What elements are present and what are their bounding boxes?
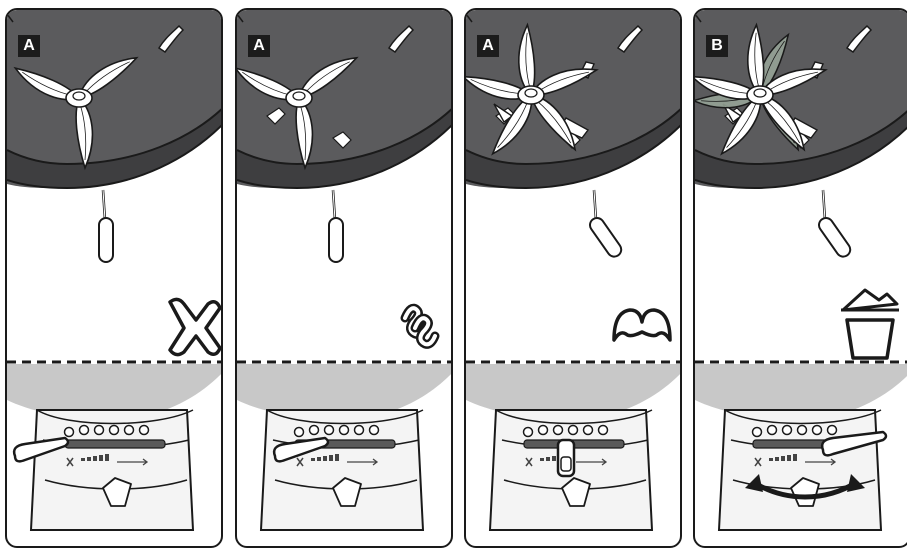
appliance-base [695, 364, 907, 530]
step-panel: B [693, 8, 907, 548]
pull-handle-icon [99, 190, 113, 262]
pull-handle-icon [587, 190, 624, 259]
appliance-base [237, 364, 453, 530]
step-panel: A [464, 8, 682, 548]
step-label-badge: A [248, 35, 270, 57]
pull-handle-icon [329, 190, 343, 262]
step-label-badge: B [706, 35, 728, 57]
step-label-badge: A [477, 35, 499, 57]
step-panel: A [235, 8, 453, 548]
wave-icon [405, 308, 435, 344]
step-label-badge: A [18, 35, 40, 57]
dough-hook-icon [614, 310, 670, 340]
mode-slider-knob [558, 440, 574, 476]
cross-icon [170, 299, 220, 354]
step-panel: A [5, 8, 223, 548]
pull-handle-icon [816, 190, 853, 259]
discard-bin-icon [841, 290, 899, 358]
